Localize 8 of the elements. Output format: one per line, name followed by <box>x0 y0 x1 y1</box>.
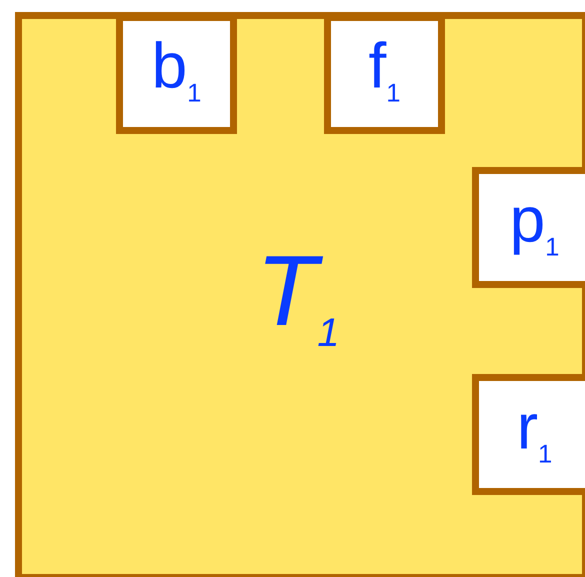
port-box <box>472 167 585 288</box>
port-label: p$_{1}$ <box>510 187 560 261</box>
port-box <box>472 374 585 495</box>
port-label: f$_{1}$ <box>368 34 400 108</box>
container-box <box>15 12 585 577</box>
port-label: r$_{1}$ <box>516 394 552 468</box>
box-label: T$_{1}$ <box>256 240 340 352</box>
port-label: b$_{1}$ <box>152 34 202 108</box>
